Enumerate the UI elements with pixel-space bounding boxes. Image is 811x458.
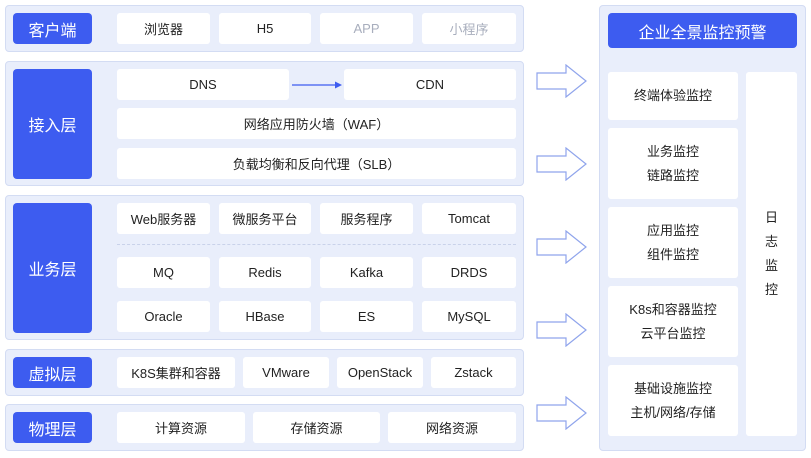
virtual-zstack: Zstack (431, 357, 516, 388)
access-cdn: CDN (344, 69, 516, 100)
business-oracle: Oracle (117, 301, 210, 332)
arrow-right-icon (536, 313, 587, 347)
access-layer-label: 接入层 (13, 69, 92, 179)
monitor-item-label: 终端体验监控 (633, 88, 712, 103)
monitor-item-label: 云平台监控 (640, 325, 706, 341)
arrow-right-icon (536, 147, 587, 181)
arrow-right-icon (536, 230, 587, 264)
monitor-infrastructure: 基础设施监控 主机/网络/存储 (608, 365, 738, 436)
arrow-right-icon (536, 396, 587, 430)
monitor-item-label: 应用监控 (646, 222, 699, 238)
virtual-openstack: OpenStack (337, 357, 423, 388)
arrow-right-icon (536, 64, 587, 98)
business-web-server: Web服务器 (117, 203, 210, 234)
business-mq: MQ (117, 257, 210, 288)
client-mini-program: 小程序 (422, 13, 516, 44)
physical-compute: 计算资源 (117, 412, 245, 443)
business-tomcat: Tomcat (422, 203, 516, 234)
business-divider (117, 244, 516, 245)
virtual-layer-label: 虚拟层 (13, 357, 92, 388)
client-browser: 浏览器 (117, 13, 210, 44)
virtual-k8s: K8S集群和容器 (117, 357, 235, 388)
business-es: ES (320, 301, 413, 332)
business-service-program: 服务程序 (320, 203, 413, 234)
monitor-item-label: 主机/网络/存储 (630, 404, 716, 420)
business-microservice: 微服务平台 (219, 203, 311, 234)
dns-to-cdn-arrow (292, 81, 342, 89)
business-mysql: MySQL (422, 301, 516, 332)
access-dns: DNS (117, 69, 289, 100)
physical-layer-label: 物理层 (13, 412, 92, 443)
monitor-terminal-experience: 终端体验监控 (608, 72, 738, 120)
physical-storage: 存储资源 (253, 412, 380, 443)
access-slb: 负载均衡和反向代理（SLB） (117, 148, 516, 179)
log-monitor-char: 监 (764, 258, 778, 273)
client-app: APP (320, 13, 413, 44)
monitor-item-label: 组件监控 (646, 246, 699, 262)
monitor-item-label: 链路监控 (646, 167, 699, 183)
monitor-k8s-cloud: K8s和容器监控 云平台监控 (608, 286, 738, 357)
business-kafka: Kafka (320, 257, 413, 288)
log-monitor: 日 志 监 控 (746, 72, 797, 436)
monitor-item-label: K8s和容器监控 (629, 301, 717, 317)
access-waf: 网络应用防火墙（WAF） (117, 108, 516, 139)
client-h5: H5 (219, 13, 311, 44)
monitor-item-label: 基础设施监控 (633, 380, 712, 396)
log-monitor-char: 日 (764, 210, 778, 225)
business-drds: DRDS (422, 257, 516, 288)
virtual-vmware: VMware (243, 357, 329, 388)
log-monitor-char: 控 (764, 282, 778, 297)
business-hbase: HBase (219, 301, 311, 332)
monitor-item-label: 业务监控 (646, 143, 699, 159)
business-layer-label: 业务层 (13, 203, 92, 333)
monitor-title: 企业全景监控预警 (608, 13, 797, 48)
physical-network: 网络资源 (388, 412, 516, 443)
monitor-business-trace: 业务监控 链路监控 (608, 128, 738, 199)
monitor-app-component: 应用监控 组件监控 (608, 207, 738, 278)
log-monitor-char: 志 (764, 234, 778, 249)
client-layer-label: 客户端 (13, 13, 92, 44)
business-redis: Redis (219, 257, 311, 288)
